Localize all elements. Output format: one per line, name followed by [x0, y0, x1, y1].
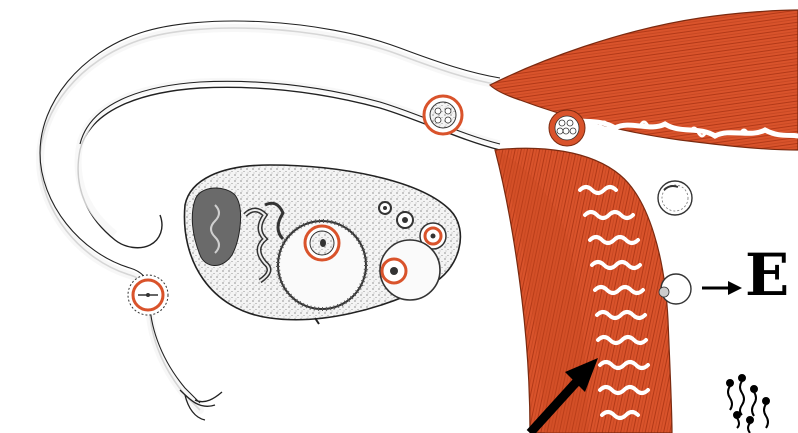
uterus-upper-wall: [490, 10, 798, 150]
morula: [549, 110, 585, 146]
endometrium-label: E: [745, 246, 789, 304]
label-arrow: [702, 281, 742, 295]
zygote-in-tube: [424, 96, 462, 134]
ovary: [184, 165, 460, 324]
sperm-icon: [727, 375, 769, 433]
ovulated-egg: [128, 275, 168, 315]
blastocyst: [658, 181, 692, 215]
